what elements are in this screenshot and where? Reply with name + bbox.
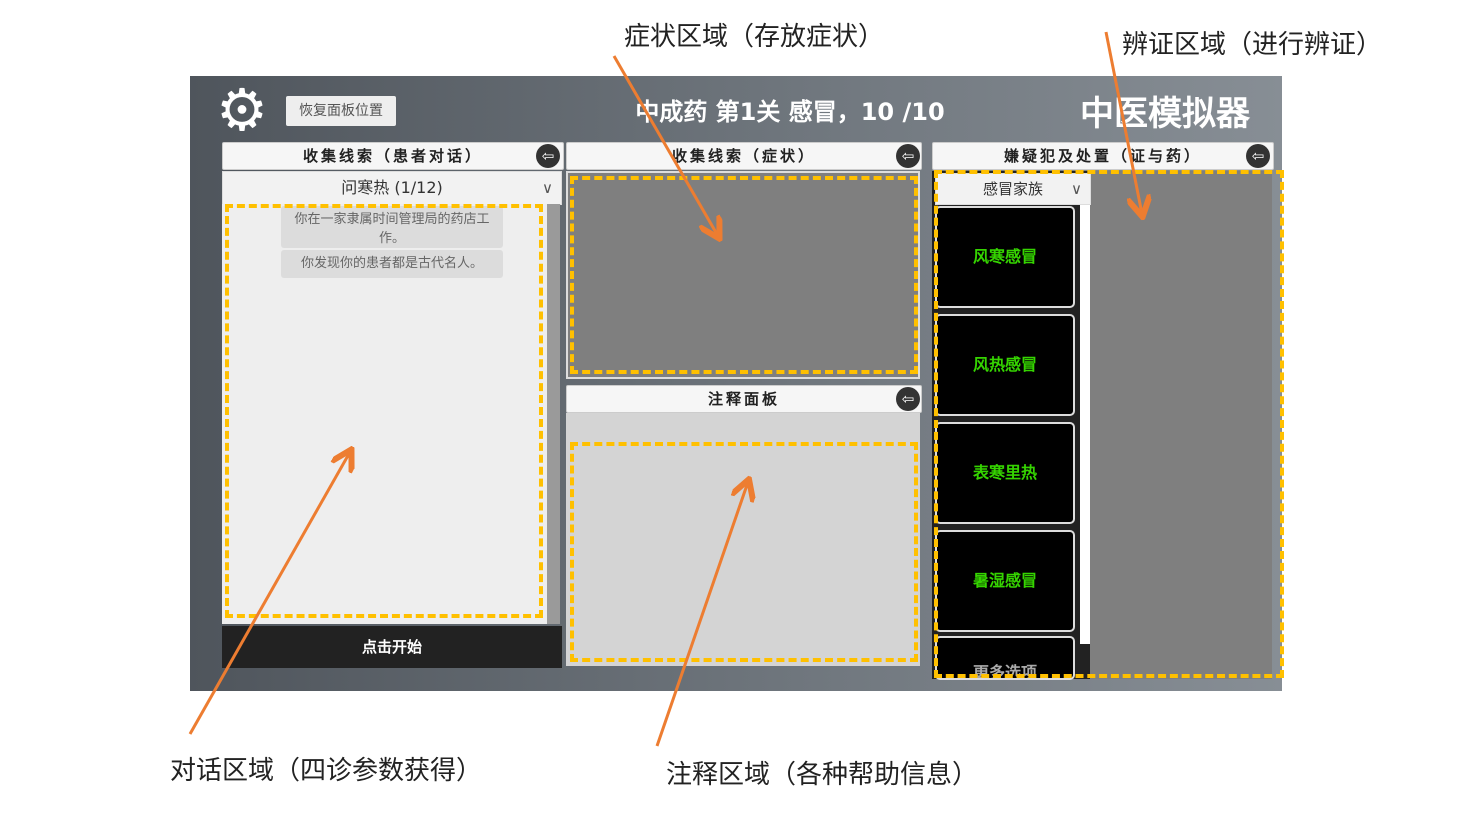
- panel-title: 注释面板: [707, 390, 780, 408]
- dialog-message: 你在一家隶属时间管理局的药店工作。: [281, 206, 503, 248]
- restore-panels-button[interactable]: 恢复面板位置: [286, 96, 396, 126]
- symptom-arrow: [612, 55, 718, 236]
- notes-highlight-box: [570, 442, 918, 662]
- collapse-arrow-icon[interactable]: ⇦: [1246, 144, 1270, 168]
- diagnosis-highlight-box: [934, 170, 1284, 678]
- panel-title: 嫌疑犯及处置（证与药）: [1003, 147, 1202, 165]
- dropdown-value: 感冒家族: [982, 180, 1043, 198]
- chevron-down-icon: ∨: [1071, 180, 1082, 198]
- symptom-area: [566, 171, 920, 379]
- dialog-panel-header[interactable]: 收集线索（患者对话）: [222, 142, 564, 170]
- diagnosis-annotation: 辨证区域（进行辨证）: [1122, 30, 1383, 60]
- option-scrollbar[interactable]: [1080, 204, 1090, 644]
- dropdown-value: 问寒热 (1/12): [341, 178, 443, 197]
- dialog-annotation: 对话区域（四诊参数获得）: [170, 756, 483, 786]
- symptom-annotation: 症状区域（存放症状）: [624, 22, 885, 52]
- notes-annotation: 注释区域（各种帮助信息）: [666, 760, 979, 790]
- notes-panel-header[interactable]: 注释面板: [566, 385, 922, 413]
- symptom-panel-header[interactable]: 收集线索（症状）: [566, 142, 922, 170]
- app-title: 中医模拟器: [1080, 94, 1250, 134]
- diagnosis-arrow: [1104, 31, 1142, 214]
- collapse-arrow-icon[interactable]: ⇦: [536, 144, 560, 168]
- collapse-arrow-icon[interactable]: ⇦: [896, 144, 920, 168]
- dialog-arrow: [188, 452, 350, 735]
- level-title: 中成药 第1关 感冒，10 /10: [635, 98, 945, 126]
- chevron-down-icon: ∨: [542, 179, 553, 197]
- option-card[interactable]: 风热感冒: [935, 314, 1075, 416]
- dialog-topic-dropdown[interactable]: 问寒热 (1/12) ∨: [222, 171, 562, 205]
- option-card[interactable]: 暑湿感冒: [935, 530, 1075, 632]
- panel-title: 收集线索（症状）: [671, 147, 816, 165]
- notes-area: [566, 413, 920, 666]
- start-button[interactable]: 点击开始: [222, 626, 562, 668]
- diagnosis-panel-header[interactable]: 嫌疑犯及处置（证与药）: [932, 142, 1274, 170]
- option-card[interactable]: 表寒里热: [935, 422, 1075, 524]
- notes-arrow: [655, 482, 748, 747]
- symptom-highlight-box: [570, 176, 918, 374]
- panel-title: 收集线索（患者对话）: [302, 147, 483, 165]
- collapse-arrow-icon[interactable]: ⇦: [896, 387, 920, 411]
- gear-icon[interactable]: ⚙: [216, 76, 268, 144]
- more-options-button[interactable]: 更多选项: [935, 636, 1075, 680]
- dialog-scrollbar[interactable]: [547, 204, 560, 624]
- option-card[interactable]: 风寒感冒: [935, 206, 1075, 308]
- dialog-message: 你发现你的患者都是古代名人。: [281, 250, 503, 278]
- diagnosis-area: [1090, 171, 1272, 679]
- dialog-highlight-box: [225, 204, 543, 618]
